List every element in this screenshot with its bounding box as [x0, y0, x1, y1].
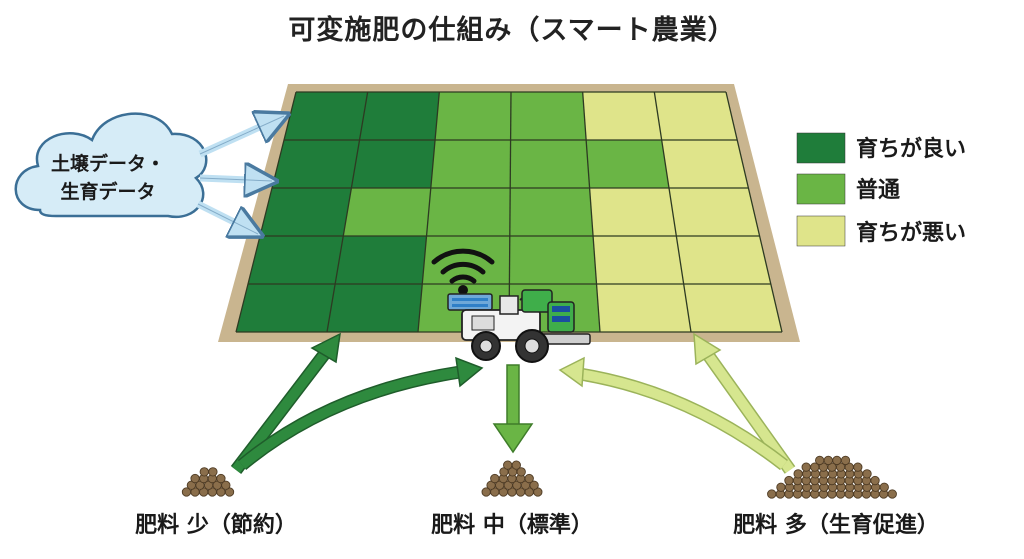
fertilizer-pellet: [199, 467, 209, 477]
fertilizer-pellet: [503, 460, 513, 470]
fertilizer-pellet: [784, 475, 794, 486]
rice-transplanter-icon: [447, 289, 591, 363]
fertilizer-pellet: [870, 475, 880, 486]
field-cell-poor: [676, 236, 771, 284]
fertilizer-pellet: [840, 455, 851, 466]
fertilizer-pellet: [216, 473, 226, 484]
grid-line-vertical: [653, 91, 692, 333]
legend-label-good: 育ちが良い: [856, 136, 966, 162]
field-cell-normal: [510, 140, 590, 188]
fertilizer-label-high: 肥料 多（生育促進）: [733, 512, 939, 538]
fertilizer-pellet: [529, 480, 539, 490]
legend-swatch-normal: [796, 173, 846, 205]
field-cell-poor: [669, 188, 760, 236]
field-cell-normal: [343, 188, 431, 236]
arrow-head-right-machine: [558, 356, 585, 388]
field-cell-good: [272, 140, 360, 188]
field-cell-poor: [593, 236, 684, 284]
legend-swatch-poor: [796, 215, 846, 247]
field-cell-good: [248, 236, 344, 284]
fertilizer-pellet: [524, 473, 534, 484]
fertilizer-pile-medium: [481, 460, 543, 497]
grid-line-vertical: [417, 91, 440, 333]
fertilizer-pellet: [815, 455, 825, 466]
fertilizer-arrows: [230, 332, 796, 474]
page-title: 可変施肥の仕組み（スマート農業）: [288, 15, 736, 46]
wifi-signal-icon: [431, 248, 495, 295]
field-cell-poor: [596, 284, 691, 332]
fertilizer-pellet: [887, 489, 897, 499]
cloud-label-line1: 土壌データ・: [51, 152, 165, 175]
field-cell-good: [351, 140, 436, 188]
field-grid-lines: [235, 91, 783, 333]
field-cell-good: [359, 92, 440, 140]
field-cell-poor: [683, 284, 782, 332]
field-grid: [236, 92, 782, 332]
fertilizer-pellet: [490, 473, 500, 484]
field-cell-normal: [586, 140, 669, 188]
field-cell-good: [284, 92, 368, 140]
grid-line-vertical: [508, 91, 512, 333]
arrow-head-right-field: [693, 332, 722, 366]
fertilizer-pellet: [801, 462, 811, 472]
field-cell-good: [327, 284, 423, 332]
arrow-head-left-field: [310, 332, 341, 364]
field-cell-normal: [435, 92, 511, 140]
fertilizer-pellet: [208, 467, 218, 477]
field-cell-normal: [509, 188, 594, 236]
fertilizer-pellet: [776, 482, 786, 492]
field-cell-good: [236, 284, 336, 332]
fertilizer-pellet: [823, 455, 833, 466]
fertilizer-pellet: [221, 480, 231, 490]
field-cell-poor: [582, 92, 662, 140]
field-cell-poor: [654, 92, 738, 140]
field-cell-poor: [661, 140, 749, 188]
data-arrows: [196, 116, 284, 234]
legend: 育ちが良い 普通 育ちが悪い: [796, 132, 966, 247]
cloud-label-line2: 生育データ: [60, 180, 155, 203]
field-cell-normal: [430, 140, 511, 188]
arrow-head-middle: [492, 423, 534, 454]
arrow-middle-shaft: [506, 364, 520, 428]
fertilizer-pile-large: [767, 455, 897, 499]
fertilizer-pellet: [853, 462, 863, 472]
fertilizer-pellet: [190, 473, 200, 484]
fertilizer-pellet: [832, 455, 842, 466]
field-cell-normal: [426, 188, 511, 236]
fertilizer-pellet: [511, 460, 521, 470]
fertilizer-label-medium: 肥料 中（標準）: [431, 512, 593, 538]
legend-swatch-good: [796, 132, 846, 164]
field-cell-good: [260, 188, 352, 236]
field-cell-good: [335, 236, 427, 284]
fertilizer-pile-small: [181, 467, 235, 497]
legend-label-poor: 育ちが悪い: [856, 220, 966, 246]
fertilizer-label-low: 肥料 少（節約）: [135, 512, 297, 538]
fertilizer-pellet: [862, 469, 872, 479]
fertilizer-pellet: [767, 489, 777, 499]
grid-line-vertical: [326, 91, 369, 333]
fertilizer-pellet: [516, 467, 526, 477]
fertilizer-pellet: [879, 482, 889, 492]
field-cell-normal: [509, 236, 597, 284]
arrow-head-left-machine: [455, 356, 484, 388]
legend-label-normal: 普通: [856, 177, 900, 203]
field-cell-poor: [589, 188, 677, 236]
field-cell-normal: [510, 92, 587, 140]
fertilizer-pellet: [793, 469, 803, 479]
data-cloud: 土壌データ・ 生育データ: [14, 112, 208, 219]
grid-line-vertical: [725, 91, 783, 333]
grid-line-vertical: [582, 91, 601, 333]
